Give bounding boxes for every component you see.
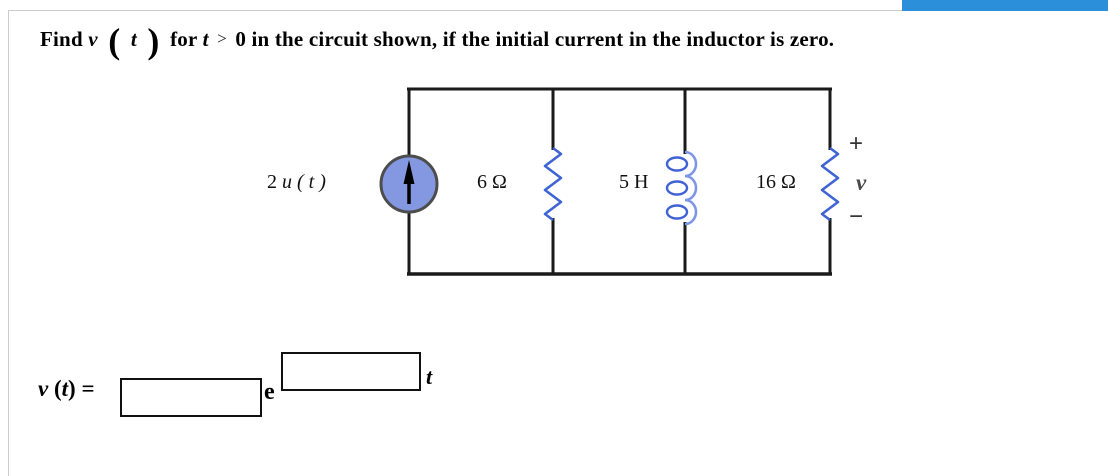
left-border-line: [8, 10, 9, 476]
title-v: v: [88, 27, 98, 51]
voltage-v-label: v: [856, 170, 867, 195]
greater-than-sign: >: [217, 29, 227, 48]
close-paren: ): [147, 21, 160, 61]
eq-t: t: [61, 376, 69, 401]
problem-statement: Find v ( t ) for t > 0 in the circuit sh…: [40, 20, 834, 62]
eq-equals-sign: =: [81, 376, 95, 401]
title-rest: in the circuit shown, if the initial cur…: [251, 27, 835, 51]
resistor1-label: 6 Ω: [477, 171, 507, 193]
source-label-function: u ( t ): [282, 171, 326, 193]
exponent-t-label: t: [426, 364, 433, 389]
title-t: t: [130, 27, 137, 51]
source-label: 2 u ( t ): [267, 171, 326, 194]
answer-equation-lhs: v (t) =: [38, 376, 95, 402]
inductor-label: 5 H: [619, 171, 649, 193]
eq-v: v: [38, 376, 49, 401]
title-find: Find: [40, 27, 83, 51]
exponent-input[interactable]: [281, 352, 421, 391]
resistor2-label: 16 Ω: [756, 171, 796, 193]
polarity-plus-sign: +: [849, 130, 864, 157]
inductor-loop-1: [665, 156, 689, 172]
eq-open-paren: (: [53, 376, 62, 401]
arrow-up-icon: [403, 160, 415, 184]
title-zero: 0: [235, 27, 247, 51]
resistor1-zigzag-icon: [543, 146, 563, 222]
eq-close-paren: ): [68, 376, 76, 401]
title-for: for: [170, 27, 198, 51]
inductor-loop-2: [665, 180, 689, 196]
open-paren: (: [108, 21, 121, 61]
inductor-loop-3: [665, 204, 689, 220]
coefficient-input[interactable]: [120, 378, 262, 417]
polarity-minus-sign: −: [849, 203, 864, 230]
euler-e-label: e: [264, 379, 275, 405]
inductor-coil-icon: [684, 150, 698, 226]
circuit-diagram: [379, 87, 840, 276]
resistor2-zigzag-icon: [820, 146, 840, 222]
scrollbar-fragment: [902, 0, 1108, 11]
top-border-line: [8, 10, 902, 11]
source-label-coefficient: 2: [267, 171, 277, 193]
title-t2: t: [202, 27, 209, 51]
